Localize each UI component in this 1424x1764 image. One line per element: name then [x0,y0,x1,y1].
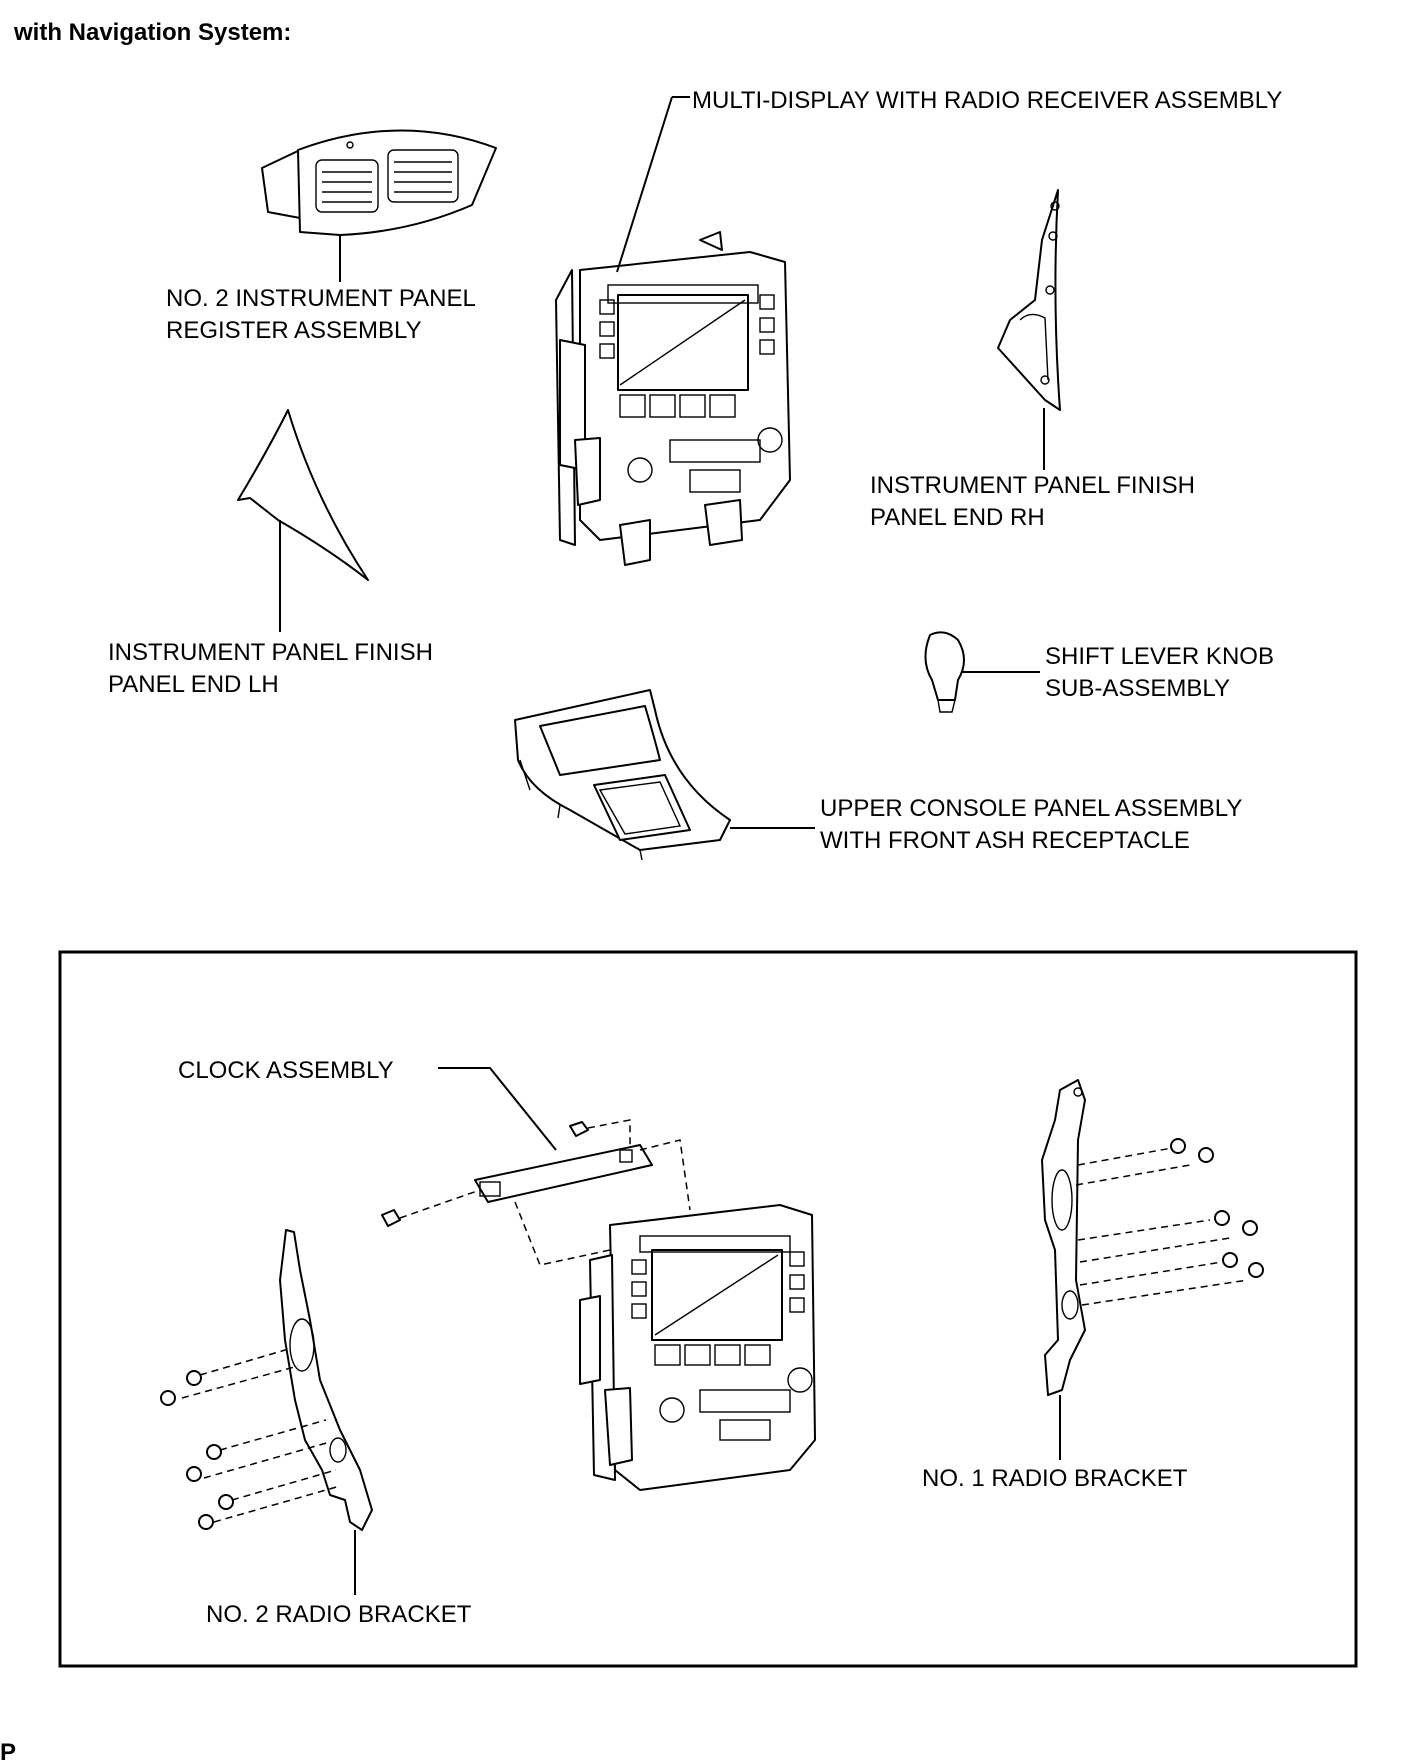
radio-bracket-1-bolts [1075,1138,1264,1306]
radio-bracket-2-label: NO. 2 RADIO BRACKET [206,1601,472,1628]
clock-guide-right [639,1139,691,1211]
finish-panel-rh-drawing [997,189,1061,411]
shift-knob-drawing [924,631,965,713]
register-label-line1: NO. 2 INSTRUMENT PANEL [166,285,476,312]
register-label-line2: REGISTER ASSEMBLY [166,317,422,344]
finish-panel-lh-drawing [237,409,369,581]
shift-knob-label-line1: SHIFT LEVER KNOB [1045,643,1274,670]
multi-display-drawing-top [555,231,791,566]
detail-frame [58,950,1358,1668]
finish-rh-label-line2: PANEL END RH [870,504,1045,531]
clock-guide-down [514,1201,611,1266]
finish-rh-label-line1: INSTRUMENT PANEL FINISH [870,472,1195,499]
radio-bracket-2-drawing [279,1229,373,1531]
radio-bracket-2-bolts [160,1347,341,1530]
clock-label: CLOCK ASSEMBLY [178,1057,394,1084]
upper-console-label-line2: WITH FRONT ASH RECEPTACLE [820,827,1190,854]
clock-screw-guide-top [587,1119,631,1150]
clock-leader-line [438,1067,557,1151]
finish-lh-label-line2: PANEL END LH [108,671,279,698]
radio-bracket-1-drawing [1041,1079,1086,1396]
radio-bracket-1-label: NO. 1 RADIO BRACKET [922,1465,1188,1492]
figure-code: P [0,1739,16,1764]
header-title: with Navigation System: [13,19,291,46]
finish-lh-label-line1: INSTRUMENT PANEL FINISH [108,639,433,666]
multi-display-label: MULTI-DISPLAY WITH RADIO RECEIVER ASSEMB… [692,87,1282,114]
clock-screw-guide-left [399,1189,481,1219]
upper-console-drawing [514,689,731,861]
multi-display-leader-diagonal [616,96,673,273]
multi-display-drawing-bottom [579,1204,816,1491]
shift-knob-label-line2: SUB-ASSEMBLY [1045,675,1230,702]
register-assembly-drawing [261,129,497,236]
clock-assembly-drawing [381,1121,653,1227]
upper-console-label-line1: UPPER CONSOLE PANEL ASSEMBLY [820,795,1242,822]
